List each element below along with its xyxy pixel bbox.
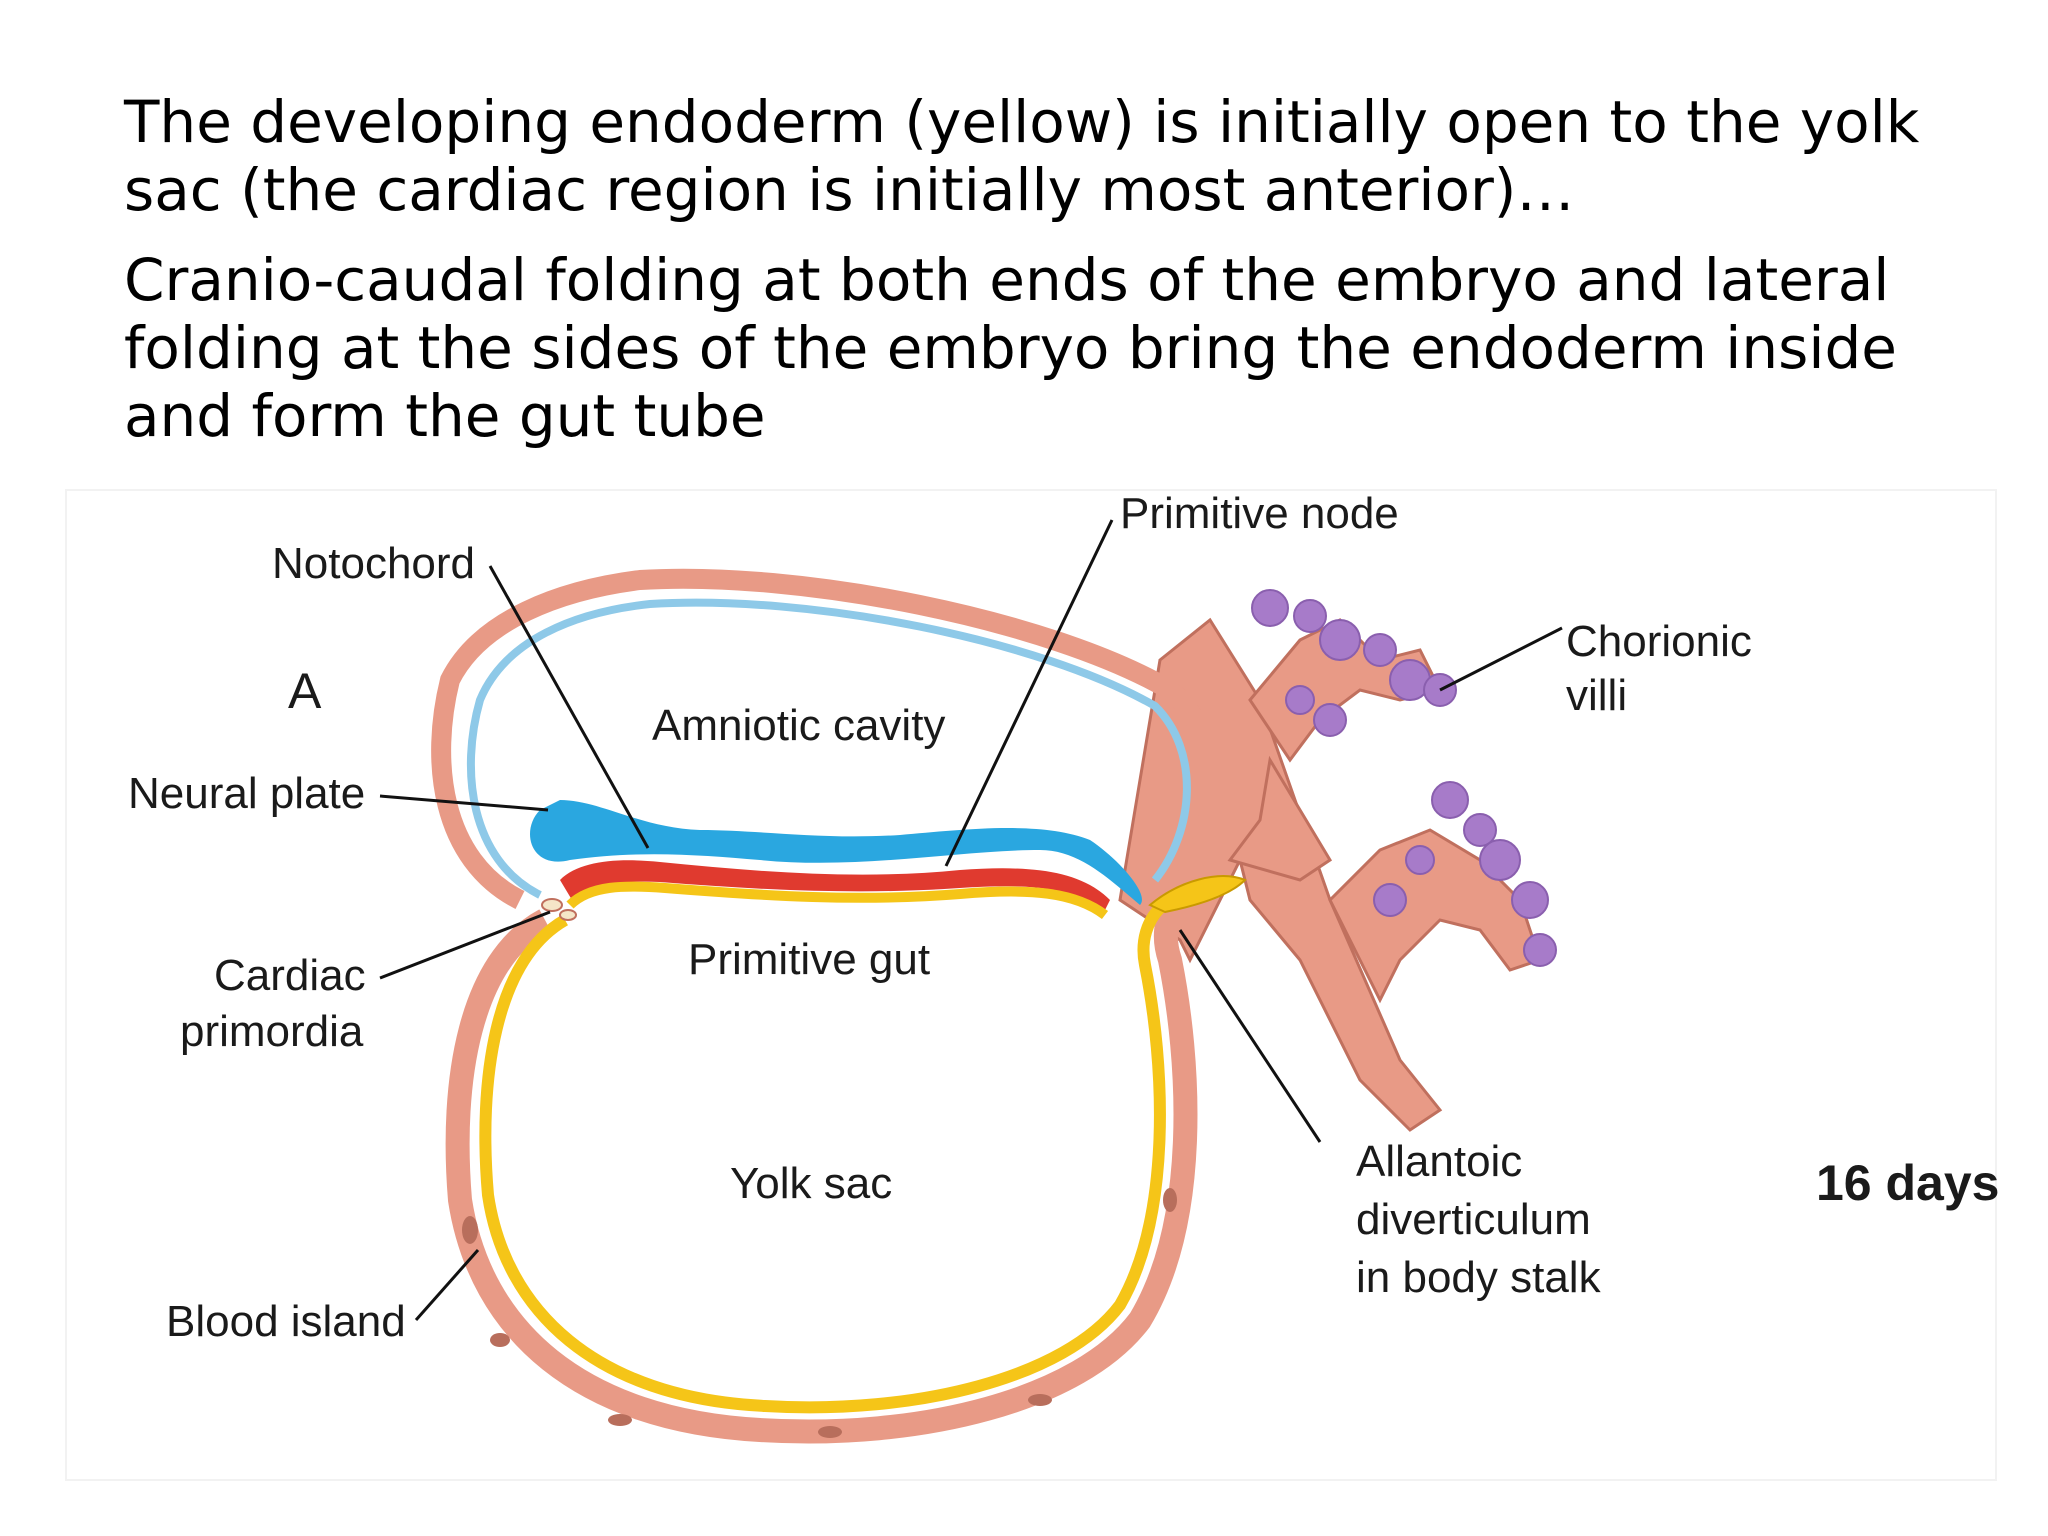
label-blood-island: Blood island [166,1297,406,1346]
folding-paragraph: Cranio-caudal folding at both ends of th… [124,246,1897,450]
label-neural-plate: Neural plate [128,769,365,818]
yolk-sac-endoderm [479,903,1166,1414]
intro-paragraph: The developing endoderm (yellow) is init… [124,88,1920,224]
label-body-stalk: in body stalk [1356,1253,1602,1302]
label-allantoic: Allantoic [1356,1137,1522,1186]
label-cardiac: Cardiac [214,951,366,1000]
neural-plate [530,800,1142,905]
label-diverticulum: diverticulum [1356,1195,1591,1244]
blood-islands [462,1188,1177,1438]
leader-lines [379,519,1563,1321]
villi-branch-mid [1227,755,1333,882]
embryonic-endoderm [566,881,1109,920]
label-primitive-node: Primitive node [1120,489,1399,538]
label-yolk-sac: Yolk sac [730,1159,892,1208]
label-villi: villi [1566,671,1627,720]
label-chorionic: Chorionic [1566,617,1752,666]
cardiac-primordia [541,898,577,921]
amnion-outer [431,568,1222,909]
amnion-inner [466,598,1191,899]
intraembryonic-mesoderm [560,860,1110,910]
label-primitive-gut: Primitive gut [688,935,930,984]
label-amniotic-cavity: Amniotic cavity [652,701,945,750]
label-notochord: Notochord [272,539,475,588]
label-primordia: primordia [180,1007,364,1056]
yolk-sac-outer [445,891,1198,1444]
label-age: 16 days [1816,1155,1999,1211]
panel-letter: A [288,663,322,719]
chorionic-villi [1251,589,1557,967]
allantois [1148,875,1247,914]
